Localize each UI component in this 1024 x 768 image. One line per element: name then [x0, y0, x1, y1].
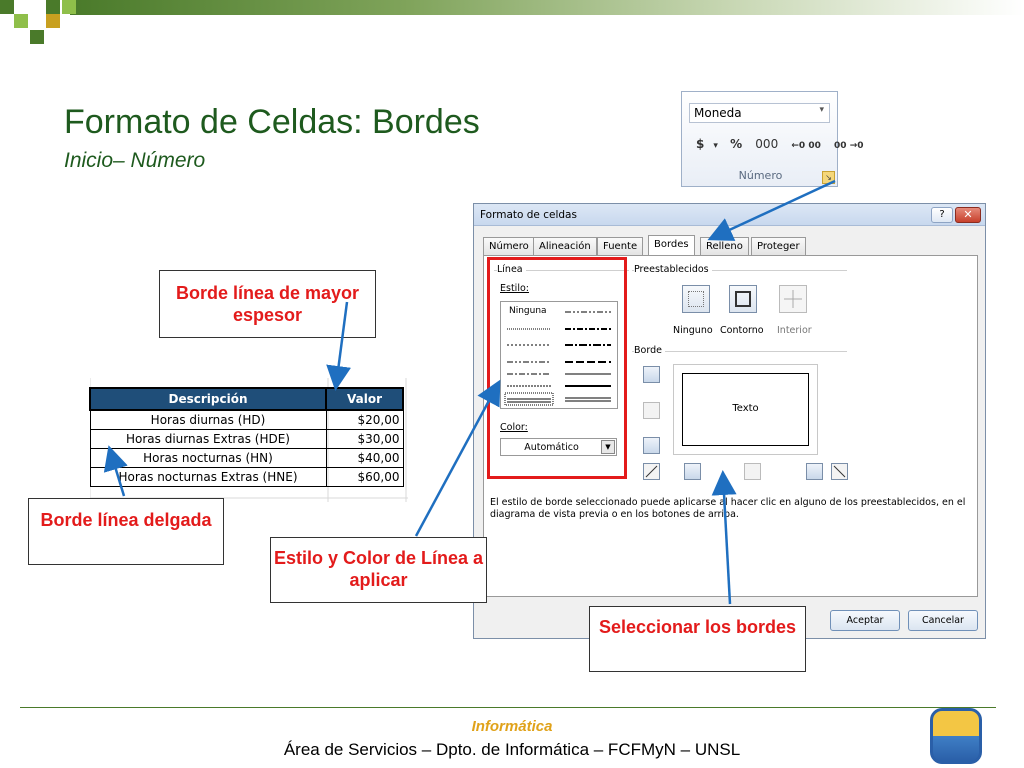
- border-top-button[interactable]: [643, 366, 660, 383]
- footer-text: Área de Servicios – Dpto. de Informática…: [283, 740, 741, 759]
- format-cells-dialog: Formato de celdas ? ✕ Número Alineación …: [473, 203, 986, 639]
- ok-button[interactable]: Aceptar: [830, 610, 900, 631]
- border-right-button[interactable]: [806, 463, 823, 480]
- border-left-button[interactable]: [684, 463, 701, 480]
- border-bottom-button[interactable]: [643, 437, 660, 454]
- border-preview[interactable]: Texto: [673, 364, 818, 455]
- data-table: Descripción Valor Horas diurnas (HD) $20…: [89, 387, 404, 487]
- header-description: Descripción: [89, 387, 327, 411]
- style-label: Estilo:: [500, 283, 532, 294]
- currency-icon[interactable]: $: [696, 137, 705, 151]
- border-outline-icon: [735, 291, 751, 307]
- cell-description[interactable]: Horas diurnas (HD): [89, 409, 327, 430]
- style-none-option[interactable]: Ninguna: [509, 306, 547, 316]
- cell-value[interactable]: $40,00: [325, 447, 404, 468]
- number-format-value: Moneda: [694, 106, 742, 120]
- decrease-decimal-icon[interactable]: 00 →0: [834, 141, 864, 151]
- arrow-launcher-to-dialog: [707, 179, 836, 241]
- border-diagonal-up-button[interactable]: [643, 463, 660, 480]
- arrow-thin-border: [103, 445, 128, 497]
- preset-outline-label: Contorno: [720, 325, 764, 336]
- callout-thick-border: Borde línea de mayor espesor: [159, 270, 376, 338]
- callout-thin-border: Borde línea delgada: [28, 498, 224, 565]
- diagonal-up-icon: [645, 465, 658, 478]
- arrow-thick-border: [326, 301, 351, 391]
- footer-brand: Informática: [471, 718, 553, 735]
- preset-none-label: Ninguno: [673, 325, 713, 336]
- presets-section-label: Preestablecidos: [634, 264, 712, 275]
- cell-value[interactable]: $60,00: [325, 466, 404, 487]
- slide-title: Formato de Celdas: Bordes: [64, 103, 480, 141]
- preset-outline-button[interactable]: [729, 285, 757, 313]
- table-header-row: Descripción Valor: [89, 387, 404, 411]
- increase-decimal-icon[interactable]: ←0 00: [791, 141, 821, 151]
- slide-subtitle: Inicio– Número: [64, 149, 206, 172]
- line-color-dropdown[interactable]: Automático ▼: [500, 438, 617, 456]
- line-section-label: Línea: [497, 264, 526, 275]
- chevron-down-icon: ▼: [601, 440, 615, 454]
- number-format-buttons: $▾ % 000 ←0 00 00 →0: [696, 137, 864, 151]
- arrow-select-borders: [711, 470, 737, 605]
- number-format-dropdown[interactable]: Moneda ▾: [689, 103, 830, 123]
- ribbon-number-group: Moneda ▾ $▾ % 000 ←0 00 00 →0 Número ↘: [681, 91, 864, 187]
- thousands-separator-icon[interactable]: 000: [755, 137, 779, 151]
- university-logo: [930, 708, 982, 764]
- cell-value[interactable]: $30,00: [325, 428, 404, 449]
- line-style-samples[interactable]: [501, 302, 617, 408]
- line-color-value: Automático: [524, 442, 579, 453]
- border-section-label: Borde: [634, 345, 665, 356]
- border-diagonal-down-button[interactable]: [831, 463, 848, 480]
- dialog-titlebar: Formato de celdas ? ✕: [474, 204, 985, 226]
- preset-inside-button[interactable]: [779, 285, 807, 313]
- cell-description[interactable]: Horas diurnas Extras (HDE): [89, 428, 327, 449]
- tab-proteger[interactable]: Proteger: [751, 237, 806, 255]
- header-gradient-bar: [70, 0, 1024, 15]
- border-inside-icon: [784, 290, 802, 308]
- border-middle-horizontal-button[interactable]: [643, 402, 660, 419]
- tab-alineacion[interactable]: Alineación: [533, 237, 597, 255]
- header-value: Valor: [325, 387, 404, 411]
- footer-divider: [20, 707, 996, 708]
- callout-style-color: Estilo y Color de Línea a aplicar: [270, 537, 487, 603]
- table-row: Horas diurnas (HD) $20,00: [89, 409, 404, 430]
- cancel-button[interactable]: Cancelar: [908, 610, 978, 631]
- border-help-text: El estilo de borde seleccionado puede ap…: [490, 497, 966, 520]
- close-button[interactable]: ✕: [955, 207, 981, 223]
- cell-description[interactable]: Horas nocturnas Extras (HNE): [89, 466, 327, 487]
- highlight-frame: [487, 257, 627, 479]
- table-row: Horas nocturnas (HN) $40,00: [89, 447, 404, 468]
- color-label: Color:: [500, 422, 531, 433]
- table-row: Horas diurnas Extras (HDE) $30,00: [89, 428, 404, 449]
- preset-inside-label: Interior: [777, 325, 812, 336]
- preset-none-button[interactable]: [682, 285, 710, 313]
- ribbon-group-label: Número: [738, 169, 783, 182]
- callout-select-borders: Seleccionar los bordes: [589, 606, 806, 672]
- line-style-list[interactable]: Ninguna: [500, 301, 618, 409]
- border-middle-vertical-button[interactable]: [744, 463, 761, 480]
- chevron-down-icon: ▾: [819, 105, 824, 115]
- borders-tab-panel: Línea Estilo: Ninguna: [483, 255, 978, 597]
- tab-bordes[interactable]: Bordes: [648, 235, 695, 256]
- help-button[interactable]: ?: [931, 207, 953, 223]
- preview-text: Texto: [682, 373, 809, 446]
- table-row: Horas nocturnas Extras (HNE) $60,00: [89, 466, 404, 487]
- percent-icon[interactable]: %: [730, 137, 743, 151]
- arrow-style-color: [414, 379, 501, 537]
- dialog-title: Formato de celdas: [480, 209, 577, 221]
- diagonal-down-icon: [833, 465, 846, 478]
- header-logo-squares: [0, 0, 80, 60]
- border-none-icon: [688, 291, 704, 307]
- tab-fuente[interactable]: Fuente: [597, 237, 644, 255]
